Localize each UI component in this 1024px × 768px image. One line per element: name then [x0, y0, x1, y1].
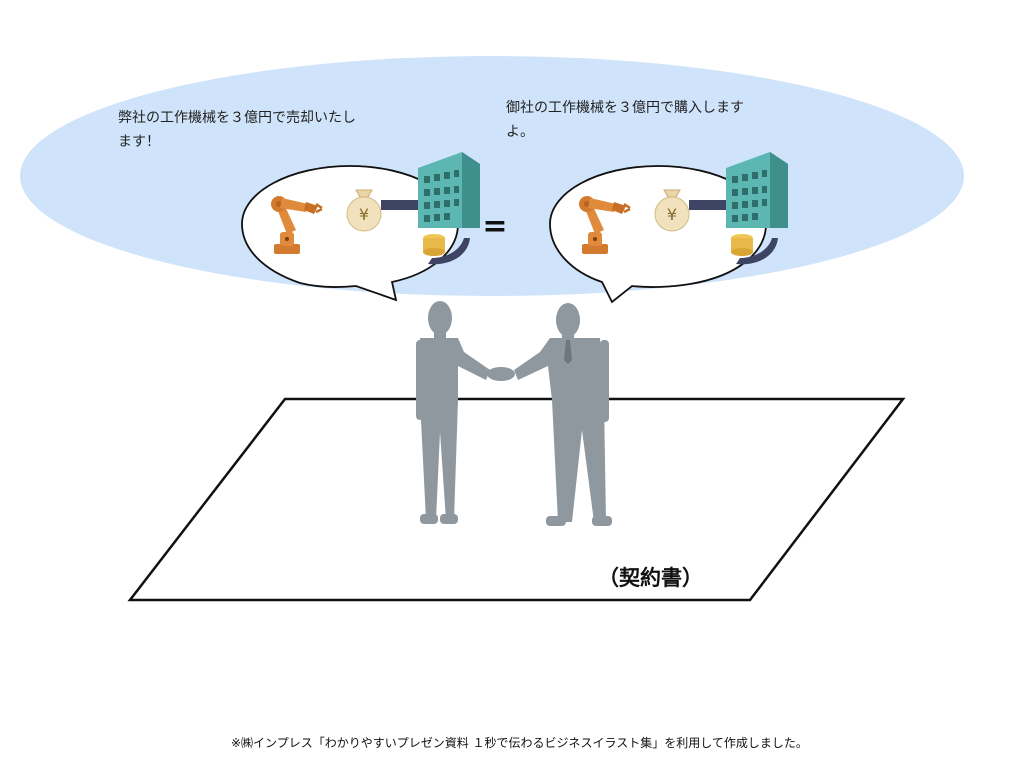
contract-label: （契約書） [598, 566, 703, 590]
equals-sign: = [482, 209, 507, 244]
buyer-speech-text: 御社の工作機械を３億円で購入しますよ。 [506, 100, 744, 140]
seller-speech-text: 弊社の工作機械を３億円で売却いたします！ [118, 110, 356, 150]
businessman-right [514, 303, 612, 526]
thought-cloud [20, 56, 964, 296]
footer-credit: ※㈱インプレス「わかりやすいプレゼン資料 １秒で伝わるビジネスイラスト集」を利用… [231, 736, 808, 750]
speech-bubble-left [241, 165, 459, 302]
handshake [487, 367, 515, 381]
contract-document [127, 397, 906, 602]
businessman-left [416, 301, 490, 524]
